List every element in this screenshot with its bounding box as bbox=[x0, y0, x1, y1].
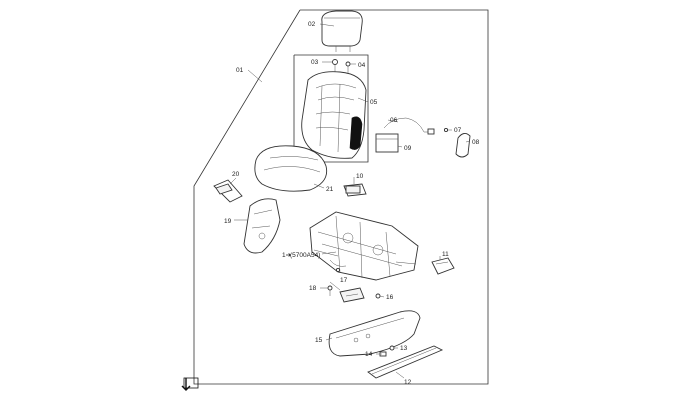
seatback-detail-box bbox=[293, 54, 369, 163]
recliner-cover bbox=[443, 127, 471, 158]
callout-labels: 02 01 03 04 05 06 07 08 09 10 20 21 19 1… bbox=[224, 21, 480, 386]
lever-bracket bbox=[431, 257, 455, 275]
callout-20: 20 bbox=[232, 171, 240, 178]
callout-02: 02 bbox=[308, 21, 316, 28]
seat-cushion bbox=[254, 145, 328, 192]
callout-04: 04 bbox=[358, 62, 366, 69]
seatback-cushion bbox=[301, 71, 367, 159]
leader-lines bbox=[229, 23, 471, 379]
callout-09: 09 bbox=[404, 145, 412, 152]
reference-prefix: 1➔ bbox=[282, 252, 292, 259]
callout-17: 17 bbox=[340, 277, 348, 284]
callout-05: 05 bbox=[370, 99, 378, 106]
callout-13: 13 bbox=[400, 345, 408, 352]
callout-18: 18 bbox=[309, 285, 317, 292]
callout-15-side-trim: 15 bbox=[315, 337, 323, 344]
callout-06: 06 bbox=[390, 117, 398, 124]
headrest bbox=[321, 10, 363, 52]
callout-21: 21 bbox=[326, 186, 334, 193]
seatbelt-buckle bbox=[213, 179, 243, 203]
reference-code: (5700A54) bbox=[290, 252, 320, 259]
assembly-boundary bbox=[193, 9, 489, 385]
callout-16: 16 bbox=[386, 294, 394, 301]
seat-frame bbox=[309, 211, 419, 281]
callout-19: 19 bbox=[224, 218, 232, 225]
side-trim bbox=[328, 310, 421, 357]
seat-switch bbox=[339, 287, 365, 303]
callout-12: 12 bbox=[404, 379, 412, 386]
callout-07: 07 bbox=[454, 127, 462, 134]
rail-cover bbox=[367, 345, 444, 379]
switch-box bbox=[343, 183, 367, 197]
callout-14: 14 bbox=[365, 351, 373, 358]
callout-03: 03 bbox=[311, 59, 319, 66]
callout-10: 10 bbox=[356, 173, 364, 180]
callout-08: 08 bbox=[472, 139, 480, 146]
control-module bbox=[375, 133, 399, 153]
callout-01: 01 bbox=[236, 67, 244, 74]
heater-harness bbox=[383, 117, 435, 135]
front-direction-arrow-icon bbox=[181, 377, 199, 391]
callout-11: 11 bbox=[442, 251, 449, 258]
side-shield bbox=[243, 198, 281, 254]
